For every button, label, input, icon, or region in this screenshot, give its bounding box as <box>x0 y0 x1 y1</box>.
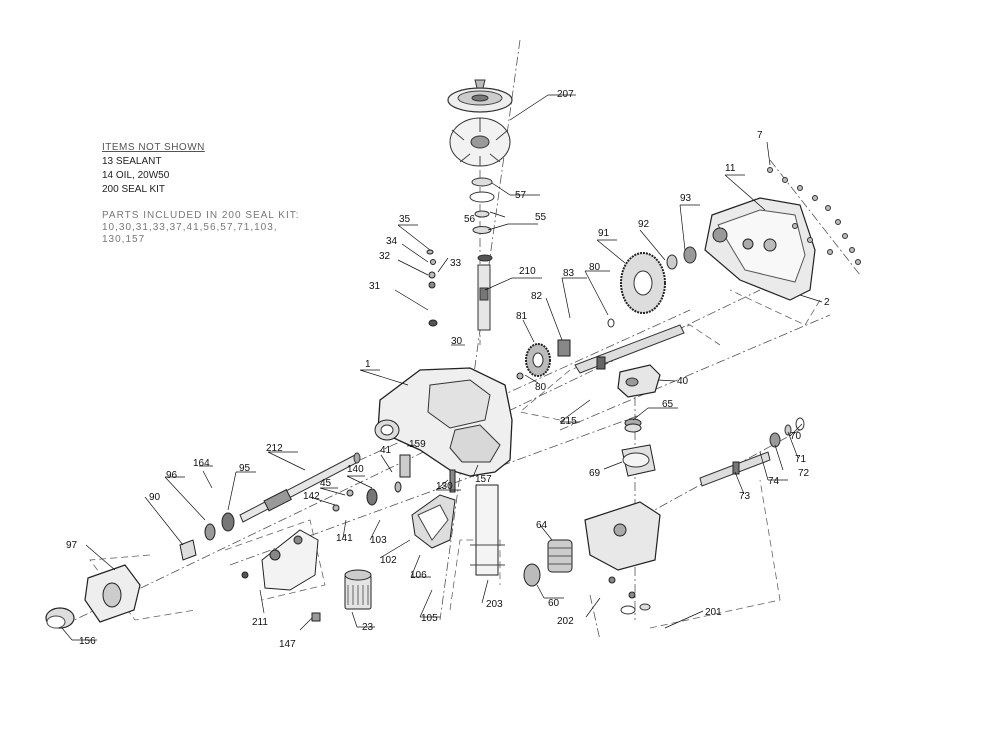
callout-30: 30 <box>451 336 463 347</box>
callout-34: 34 <box>386 236 398 247</box>
callout-157: 157 <box>475 474 492 485</box>
callout-95: 95 <box>239 463 251 474</box>
callout-202: 202 <box>557 616 574 627</box>
callout-210: 210 <box>519 266 536 277</box>
callout-65: 65 <box>662 399 674 410</box>
callout-103: 103 <box>370 535 387 546</box>
callout-81: 81 <box>516 311 528 322</box>
callout-82: 82 <box>531 291 543 302</box>
bearings-92-93 <box>666 246 697 270</box>
filter-23 <box>344 569 372 610</box>
callout-45: 45 <box>320 478 332 489</box>
bolts-7 <box>767 167 861 265</box>
callout-31: 31 <box>369 281 381 292</box>
bearing-82 <box>557 339 571 357</box>
pump-64 <box>523 539 573 587</box>
parts-line: 10,30,31,33,37,41,56,57,71,103, <box>102 222 278 233</box>
gear-81 <box>525 343 551 377</box>
hub-97 <box>84 564 141 623</box>
callout-156: 156 <box>79 636 96 647</box>
callout-60: 60 <box>548 598 560 609</box>
callout-164: 164 <box>193 458 210 469</box>
callout-142: 142 <box>303 491 320 502</box>
callout-11: 11 <box>725 163 736 174</box>
callout-80: 80 <box>535 382 547 393</box>
items-not-shown-note: ITEMS NOT SHOWN 13 SEALANT 14 OIL, 20W50… <box>102 142 300 246</box>
callout-1: 1 <box>365 359 371 370</box>
callout-83: 83 <box>563 268 575 279</box>
gear-91 <box>620 252 666 314</box>
callout-105: 105 <box>421 613 438 624</box>
bearings-90-95-96 <box>179 512 235 561</box>
end-cap-202 <box>584 501 661 615</box>
plate-102-106 <box>411 494 456 549</box>
callout-80: 80 <box>589 262 601 273</box>
callout-90: 90 <box>149 492 161 503</box>
pin-147 <box>311 612 321 622</box>
note-header: ITEMS NOT SHOWN <box>102 142 205 153</box>
housing-40 <box>617 364 661 398</box>
fan-blade <box>449 117 511 167</box>
callout-72: 72 <box>798 468 810 479</box>
callout-2: 2 <box>824 297 830 308</box>
callout-56: 56 <box>464 214 476 225</box>
callout-32: 32 <box>379 251 391 262</box>
callout-159: 159 <box>409 439 426 450</box>
leader-lines <box>61 94 823 641</box>
callout-130: 130 <box>436 481 453 492</box>
callout-7: 7 <box>757 130 763 141</box>
parts-heading: PARTS INCLUDED IN 200 SEAL KIT: <box>102 210 300 221</box>
callout-33: 33 <box>450 258 462 269</box>
note-line: 14 OIL, 20W50 <box>102 170 170 181</box>
callout-55: 55 <box>535 212 547 223</box>
callout-64: 64 <box>536 520 548 531</box>
axle-212 <box>239 452 361 523</box>
callout-71: 71 <box>795 454 807 465</box>
callout-73: 73 <box>739 491 751 502</box>
callout-212: 212 <box>266 443 283 454</box>
small-parts <box>332 249 524 512</box>
callout-35: 35 <box>399 214 411 225</box>
note-line: 200 SEAL KIT <box>102 184 165 195</box>
tube-203 <box>470 484 505 576</box>
callout-203: 203 <box>486 599 503 610</box>
callout-92: 92 <box>638 219 650 230</box>
callout-23: 23 <box>362 622 374 633</box>
note-line: 13 SEALANT <box>102 156 162 167</box>
callout-93: 93 <box>680 193 692 204</box>
callout-70: 70 <box>790 431 802 442</box>
cap-156 <box>45 607 75 629</box>
bracket-211 <box>241 529 319 591</box>
callout-140: 140 <box>347 464 364 475</box>
callout-102: 102 <box>380 555 397 566</box>
parts-line: 130,157 <box>102 234 146 245</box>
callout-215: 215 <box>560 416 577 427</box>
callout-41: 41 <box>380 445 392 456</box>
callout-211: 211 <box>252 617 268 628</box>
callout-147: 147 <box>279 639 296 650</box>
callout-207: 207 <box>557 89 574 100</box>
callout-69: 69 <box>589 468 601 479</box>
callout-74: 74 <box>768 476 780 487</box>
callout-106: 106 <box>410 570 427 581</box>
shaft-215 <box>574 324 685 374</box>
bearing-65 <box>624 418 642 433</box>
seals-70-71-72 <box>769 417 805 448</box>
washer-80 <box>607 318 615 328</box>
rotor-69 <box>621 444 656 477</box>
callout-96: 96 <box>166 470 178 481</box>
flywheel-207 <box>447 79 513 113</box>
callout-91: 91 <box>598 228 610 239</box>
main-housing-1 <box>374 367 513 477</box>
callout-97: 97 <box>66 540 78 551</box>
cover-plate-2 <box>704 197 816 301</box>
input-shaft-parts <box>469 177 495 331</box>
callout-201: 201 <box>705 607 722 618</box>
callout-141: 141 <box>336 533 353 544</box>
callout-40: 40 <box>677 376 689 387</box>
axle-73 <box>699 451 771 487</box>
callout-57: 57 <box>515 190 527 201</box>
